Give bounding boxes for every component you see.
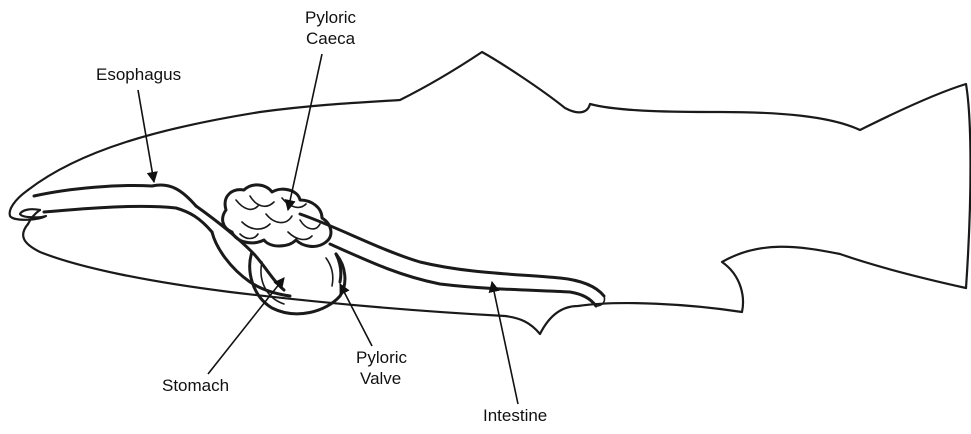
esophagus-arrow bbox=[138, 90, 154, 182]
pyloric-valve-organ bbox=[326, 254, 341, 286]
pyloric-caeca-label-line2: Caeca bbox=[306, 29, 356, 48]
stomach-arrow bbox=[208, 278, 284, 374]
pyloric-caeca-organ bbox=[223, 185, 331, 247]
pyloric-valve-label-line2: Valve bbox=[360, 369, 401, 388]
intestine-tube bbox=[300, 214, 605, 306]
stomach-label: Stomach bbox=[162, 376, 229, 395]
esophagus-label: Esophagus bbox=[96, 65, 181, 84]
pyloric-caeca-label-line1: Pyloric bbox=[305, 8, 357, 27]
intestine-label: Intestine bbox=[483, 406, 547, 425]
label-esophagus: Esophagus bbox=[96, 65, 181, 182]
pyloric-valve-label-line1: Pyloric bbox=[356, 348, 408, 367]
pyloric-valve-arrow bbox=[340, 284, 372, 346]
label-pyloric-caeca: Pyloric Caeca bbox=[288, 8, 357, 210]
pyloric-caeca-arrow bbox=[288, 54, 322, 210]
label-pyloric-valve: Pyloric Valve bbox=[340, 284, 408, 388]
label-intestine: Intestine bbox=[483, 282, 547, 425]
esophagus-tube bbox=[34, 185, 212, 232]
intestine-arrow bbox=[492, 282, 518, 404]
fish-body-outline bbox=[10, 52, 971, 334]
